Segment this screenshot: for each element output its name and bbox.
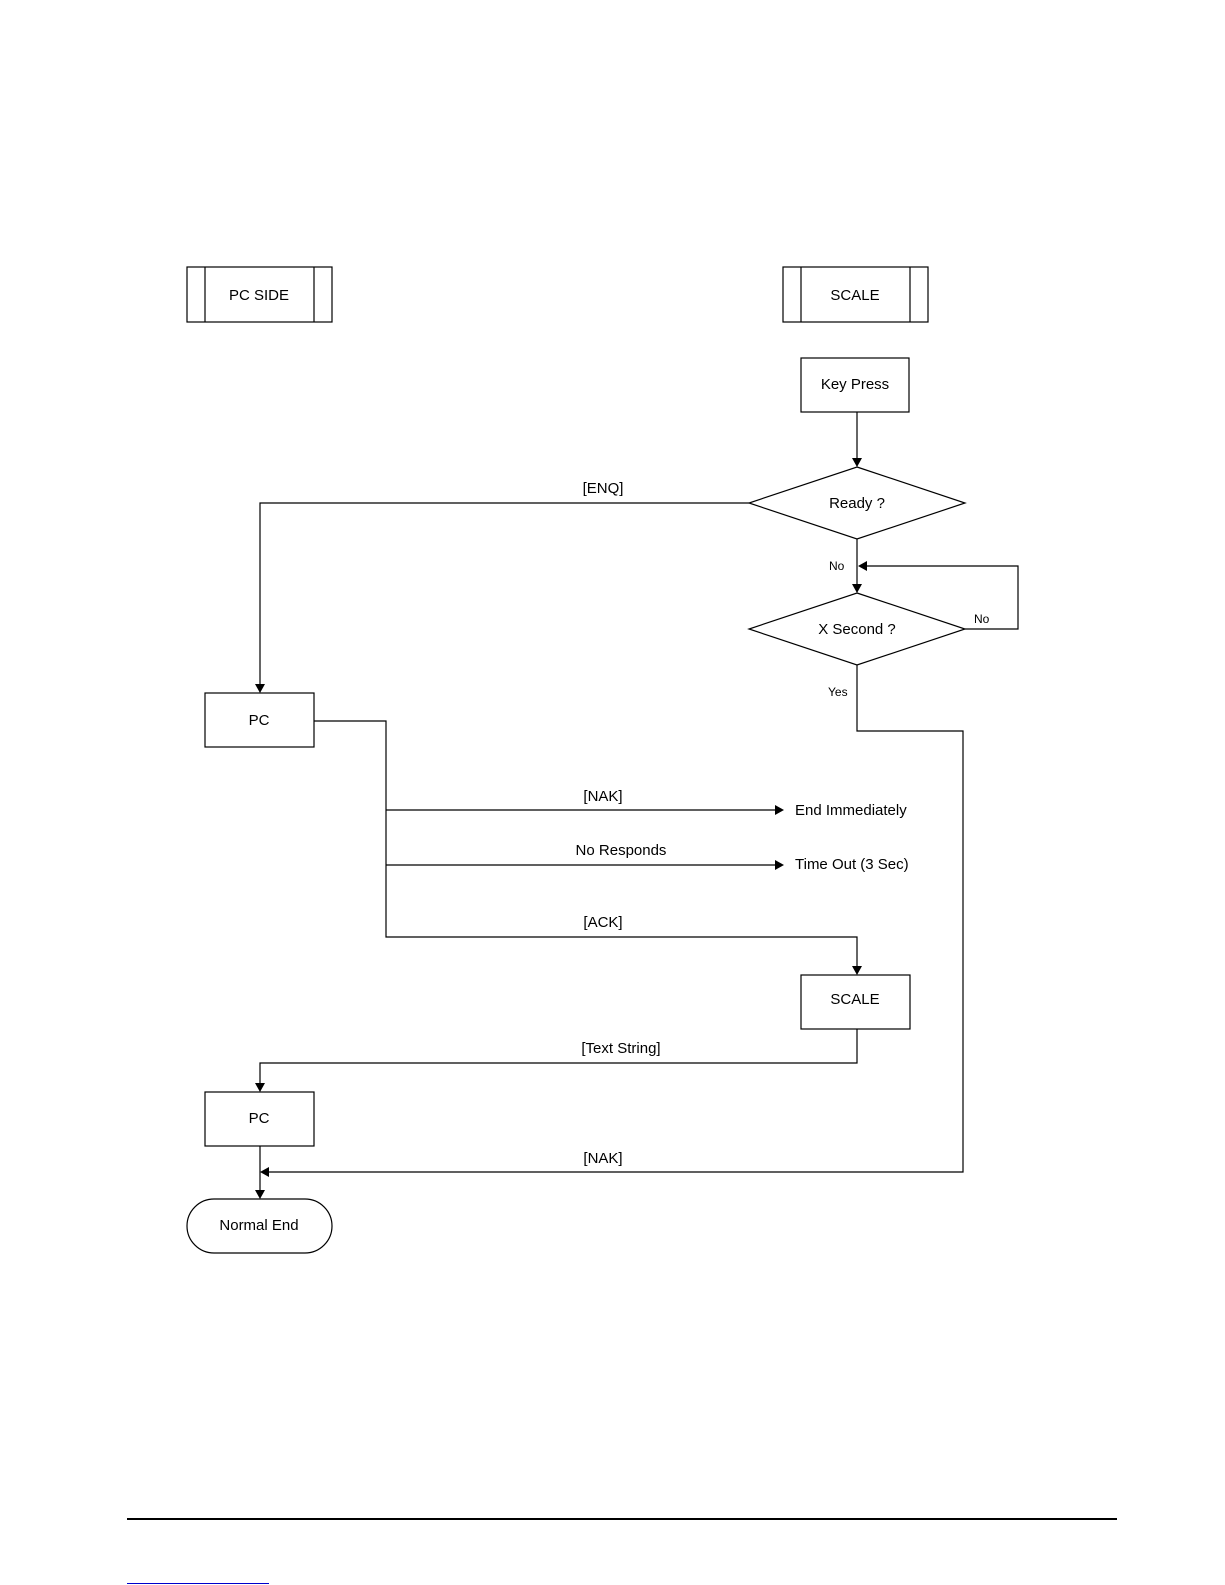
nak-second-label: [NAK]: [583, 1150, 622, 1167]
normal-end-node: Normal End: [187, 1199, 332, 1253]
arrowhead-icon: [852, 966, 862, 975]
arrowhead-icon: [852, 458, 862, 467]
arrowhead-icon: [255, 1190, 265, 1199]
arrowhead-icon: [858, 561, 867, 571]
nak-first-label: [NAK]: [583, 788, 622, 805]
normal-end-label: Normal End: [219, 1217, 298, 1234]
no-responds-label: No Responds: [576, 842, 667, 859]
connector-ready-no: No: [829, 539, 862, 593]
pc-first-node: PC: [205, 693, 314, 747]
arrowhead-icon: [255, 1083, 265, 1092]
key-press-label: Key Press: [821, 376, 889, 393]
yes-label: Yes: [828, 685, 848, 699]
key-press-node: Key Press: [801, 358, 909, 412]
pc-first-label: PC: [249, 712, 270, 729]
arrowhead-icon: [775, 805, 784, 815]
scale-header: SCALE: [783, 267, 928, 322]
pc-second-label: PC: [249, 1110, 270, 1127]
ready-decision: Ready ?: [749, 467, 965, 539]
arrowhead-icon: [255, 684, 265, 693]
arrowhead-icon: [260, 1167, 269, 1177]
scale-header-label: SCALE: [830, 287, 879, 304]
connector-text-string: [Text String]: [255, 1029, 857, 1092]
end-immediately-label: End Immediately: [795, 802, 907, 819]
time-out-label: Time Out (3 Sec): [795, 856, 909, 873]
pc-second-node: PC: [205, 1092, 314, 1146]
ready-decision-label: Ready ?: [829, 495, 885, 512]
scale-second-node: SCALE: [801, 975, 910, 1029]
ack-label: [ACK]: [583, 914, 622, 931]
footer-divider: [127, 1518, 1117, 1520]
connector-keypress-ready: [852, 412, 862, 467]
connector-nak-first: [NAK] End Immediately: [386, 788, 907, 819]
enq-label: [ENQ]: [583, 480, 624, 497]
connector-enq: [ENQ]: [255, 480, 749, 693]
text-string-label: [Text String]: [581, 1040, 660, 1057]
arrowhead-icon: [775, 860, 784, 870]
x-second-decision-label: X Second ?: [818, 621, 896, 638]
x-second-decision: X Second ?: [749, 593, 965, 665]
connector-no-responds: No Responds Time Out (3 Sec): [386, 842, 909, 873]
ready-no-label: No: [829, 559, 845, 573]
scale-second-label: SCALE: [830, 991, 879, 1008]
footer-link-underline: [127, 1583, 269, 1584]
arrowhead-icon: [852, 584, 862, 593]
x-second-no-label: No: [974, 612, 990, 626]
pc-side-header: PC SIDE: [187, 267, 332, 322]
pc-side-header-label: PC SIDE: [229, 287, 289, 304]
